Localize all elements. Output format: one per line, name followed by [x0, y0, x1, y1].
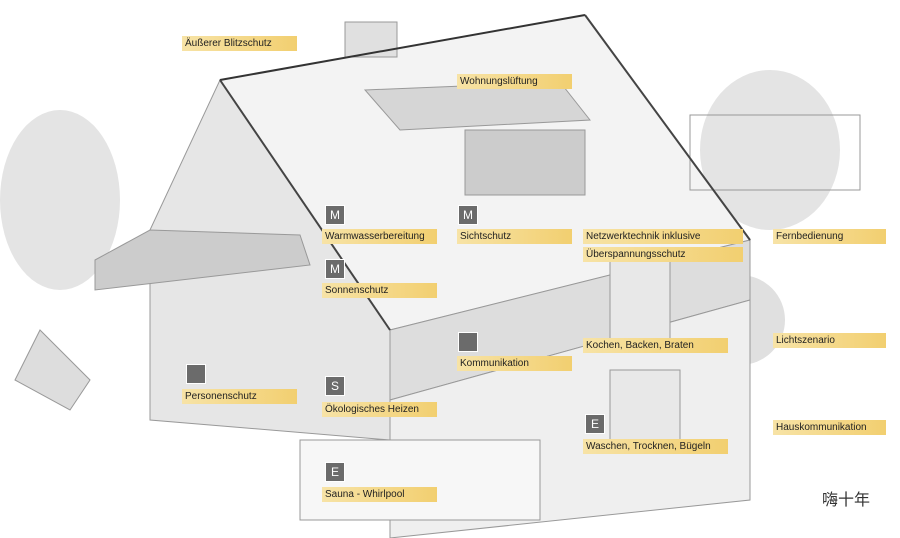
label-lueftung: Wohnungslüftung — [457, 74, 572, 89]
label-sauna: Sauna - Whirlpool — [322, 487, 437, 502]
label-licht: Lichtszenario — [773, 333, 886, 348]
kommunikation-icon — [458, 332, 478, 352]
warmwasser-icon: M — [325, 205, 345, 225]
label-waschen: Waschen, Trocknen, Bügeln — [583, 439, 728, 454]
label-fernbedienung: Fernbedienung — [773, 229, 886, 244]
label-netzwerk: Netzwerktechnik inklusive — [583, 229, 743, 244]
label-personenschutz: Personenschutz — [182, 389, 297, 404]
label-hauskommunikation: Hauskommunikation — [773, 420, 886, 435]
watermark: 嗨十年 — [821, 492, 870, 509]
waschen-icon: E — [585, 414, 605, 434]
sichtschutz-icon: M — [458, 205, 478, 225]
label-heizen: Ökologisches Heizen — [322, 402, 437, 417]
label-sichtschutz: Sichtschutz — [457, 229, 572, 244]
sauna-icon: E — [325, 462, 345, 482]
label-ueberspannung: Überspannungsschutz — [583, 247, 743, 262]
label-warmwasser: Warmwasserbereitung — [322, 229, 437, 244]
label-sonnenschutz: Sonnenschutz — [322, 283, 437, 298]
label-kochen: Kochen, Backen, Braten — [583, 338, 728, 353]
label-kommunikation: Kommunikation — [457, 356, 572, 371]
label-blitzschutz: Äußerer Blitzschutz — [182, 36, 297, 51]
heizen-icon: S — [325, 376, 345, 396]
sonnenschutz-icon: M — [325, 259, 345, 279]
personenschutz-icon — [186, 364, 206, 384]
